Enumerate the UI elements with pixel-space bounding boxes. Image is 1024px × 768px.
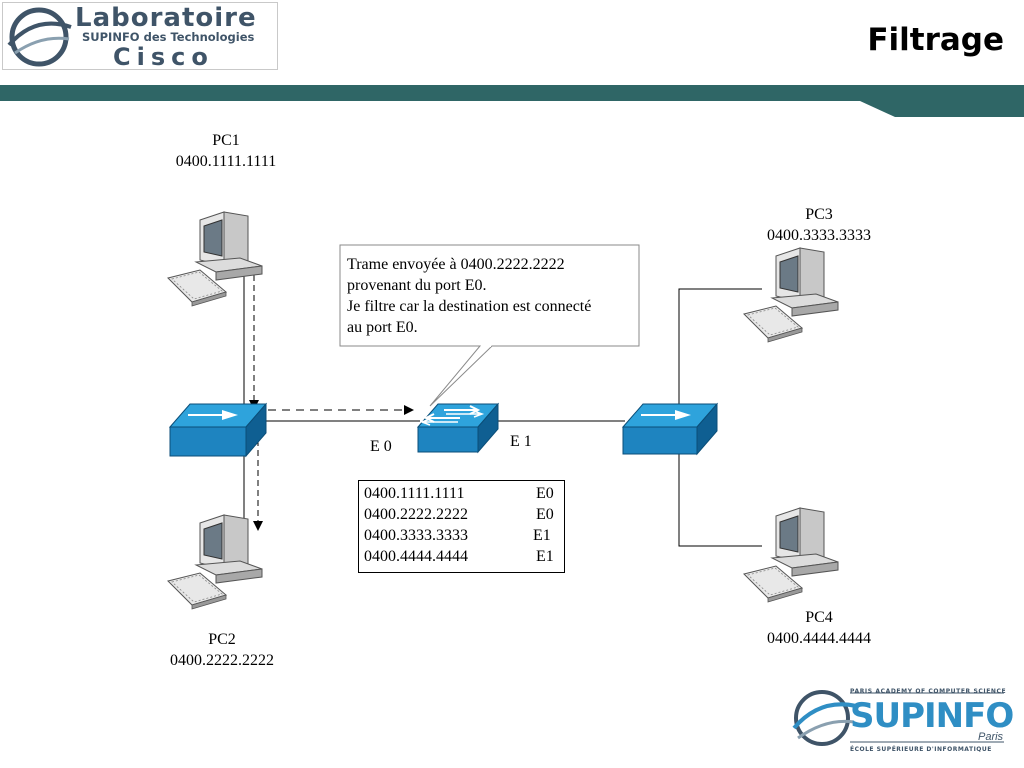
table-port: E0: [536, 485, 554, 502]
pc2-mac: 0400.2222.2222: [170, 652, 274, 669]
table-port: E0: [536, 506, 554, 523]
header-band: [0, 85, 1024, 117]
supinfo-brand: SUPINFO: [850, 696, 1014, 736]
logo-line1: Laboratoire: [75, 3, 257, 33]
table-port: E1: [536, 548, 554, 565]
pc1-mac: 0400.1111.1111: [175, 153, 277, 170]
table-mac: 0400.1111.1111: [364, 485, 465, 502]
callout-line3: Je filtre car la destination est connect…: [347, 298, 592, 315]
pc1-label: PC1 0400.1111.1111: [166, 130, 286, 172]
hub-right: [621, 402, 719, 456]
callout-text: Trame envoyée à 0400.2222.2222 provenant…: [347, 254, 639, 338]
supinfo-tagline-top: PARIS ACADEMY OF COMPUTER SCIENCE: [850, 688, 1007, 695]
pc4-name: PC4: [805, 609, 833, 626]
switch-center: [416, 402, 500, 454]
pc3-mac: 0400.3333.3333: [767, 227, 871, 244]
pc2-name: PC2: [208, 631, 236, 648]
pc3-link: [678, 288, 762, 406]
pc4-link: [678, 452, 762, 547]
supinfo-city: Paris: [978, 731, 1004, 743]
logo-line2: SUPINFO des Technologies: [82, 30, 255, 44]
table-mac: 0400.4444.4444: [364, 548, 468, 565]
page-title: Filtrage: [867, 22, 1004, 58]
supinfo-tagline-bottom: ÉCOLE SUPÉRIEURE D'INFORMATIQUE: [850, 746, 992, 753]
supinfo-swoosh-icon: [792, 690, 1004, 746]
callout-line4: au port E0.: [347, 319, 418, 336]
port-e0-label: E 0: [370, 438, 392, 455]
pc4-mac: 0400.4444.4444: [767, 630, 871, 647]
pc1-computer-icon: [167, 211, 263, 307]
table-mac: 0400.2222.2222: [364, 506, 468, 523]
port-e1-label: E 1: [510, 433, 532, 450]
callout-box: [339, 244, 640, 407]
table-mac: 0400.3333.3333: [364, 527, 468, 544]
hub-left: [168, 402, 268, 458]
pc2-computer-icon: [167, 514, 263, 610]
pc3-name: PC3: [805, 206, 833, 223]
pc1-name: PC1: [212, 132, 240, 149]
callout-line2: provenant du port E0.: [347, 277, 487, 294]
globe-swoosh-icon: [7, 7, 72, 67]
pc2-label: PC2 0400.2222.2222: [162, 629, 282, 671]
laboratoire-logo: Laboratoire SUPINFO des Technologies Cis…: [2, 2, 278, 71]
table-port: E1: [533, 527, 551, 544]
pc3-computer-icon: [743, 247, 839, 343]
logo-line3: Cisco: [113, 43, 214, 71]
pc3-label: PC3 0400.3333.3333: [758, 204, 880, 246]
mac-address-table: 0400.1111.1111 E0 0400.2222.2222 E0 0400…: [358, 480, 565, 573]
pc4-computer-icon: [743, 507, 839, 603]
callout-line1: Trame envoyée à 0400.2222.2222: [347, 256, 565, 273]
pc4-label: PC4 0400.4444.4444: [758, 607, 880, 649]
